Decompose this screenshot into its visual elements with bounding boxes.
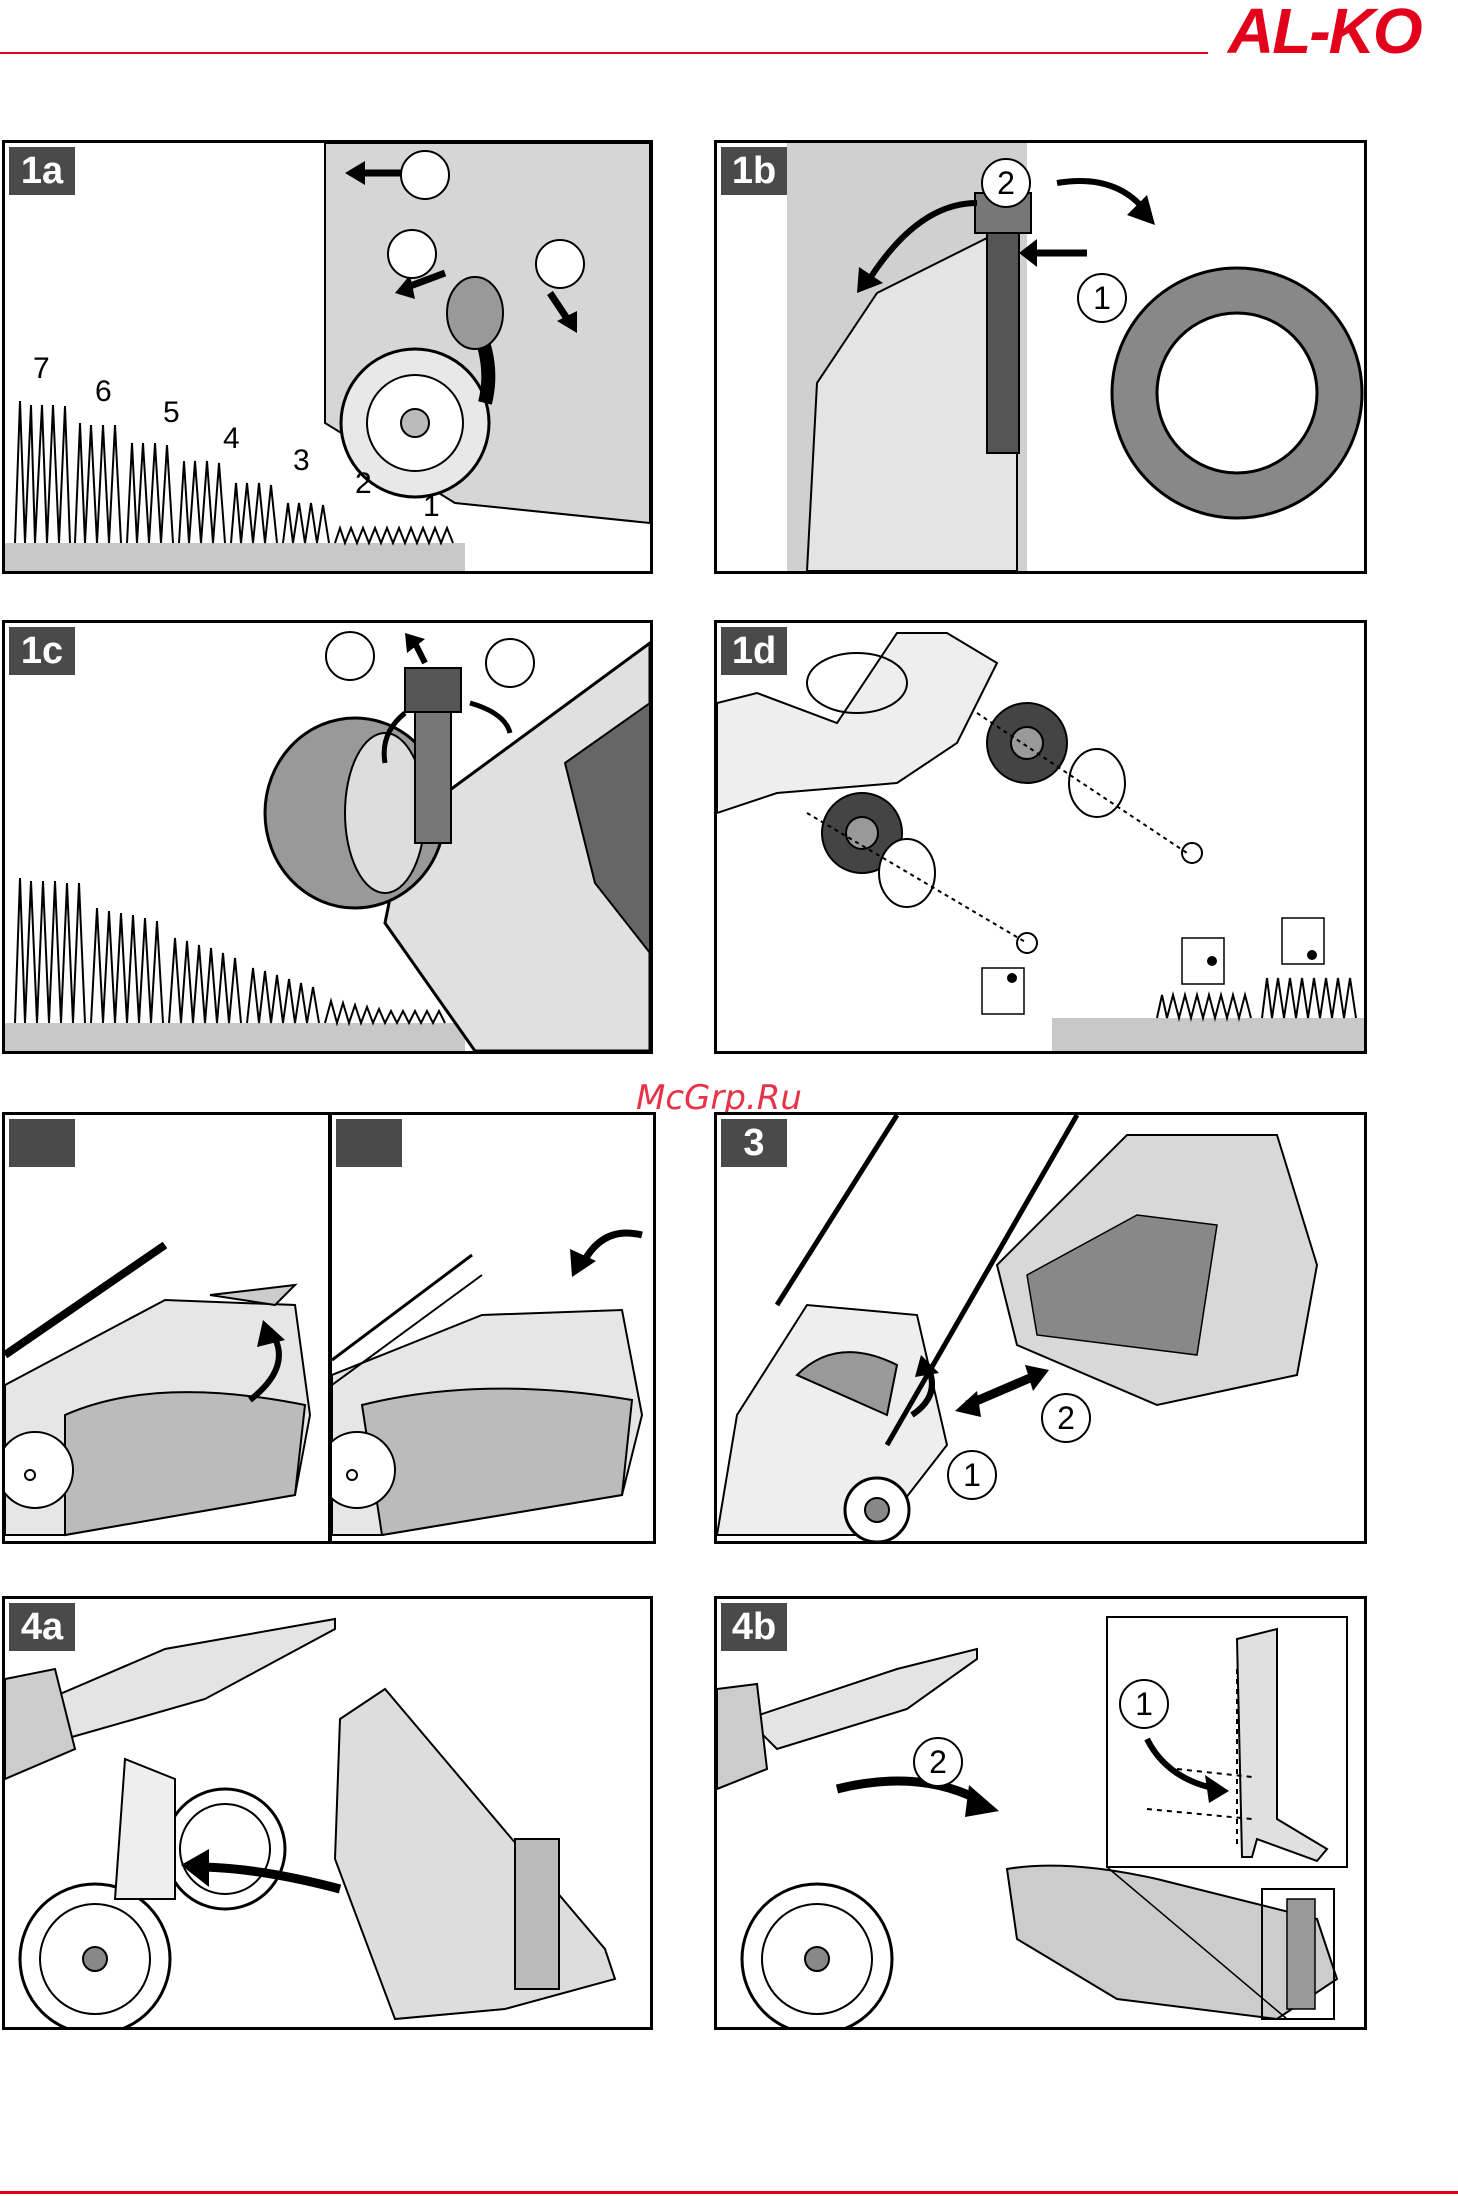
marker-circle: 1 [1119, 1679, 1169, 1729]
marker-circle: 1 [947, 1450, 997, 1500]
cutting-height-label: 3 [293, 445, 310, 477]
mulch-flap-close-illustration [332, 1115, 653, 1541]
panel-3: 3 2 1 [714, 1112, 1367, 1544]
marker-circle: 2 [1041, 1393, 1091, 1443]
panel-tag [336, 1119, 402, 1167]
panel-1a: 1a 7 6 5 4 3 2 1 [2, 140, 653, 574]
panel-tag: 1c [9, 627, 75, 675]
cutting-height-label: 4 [223, 423, 240, 455]
single-lever-wheel-illustration [5, 623, 650, 1051]
marker-circle: 2 [981, 158, 1031, 208]
panel-tag: 4a [9, 1603, 75, 1651]
panel-tag [9, 1119, 75, 1167]
panel-1b: 1b 2 1 [714, 140, 1367, 574]
marker-circle [325, 631, 375, 681]
panel-tag: 3 [721, 1119, 787, 1167]
marker-circle [400, 150, 450, 200]
cutting-height-label: 5 [163, 397, 180, 429]
panel-tag: 1b [721, 147, 787, 195]
footer-rule [0, 2191, 1458, 2194]
panel-4a: 4a [2, 1596, 653, 2030]
panel-1d: 1d [714, 620, 1367, 1054]
mulch-insert-slot-illustration [717, 1599, 1364, 2027]
panel-4b: 4b 1 2 [714, 1596, 1367, 2030]
header-rule [0, 52, 1208, 54]
panel-tag: 1a [9, 147, 75, 195]
cutting-height-label: 7 [33, 353, 50, 385]
mulch-flap-open-illustration [5, 1115, 328, 1541]
panel-tag: 4b [721, 1603, 787, 1651]
panel-2b [329, 1112, 656, 1544]
marker-circle: 2 [913, 1737, 963, 1787]
panel-1c: 1c [2, 620, 653, 1054]
marker-circle: 1 [1077, 273, 1127, 323]
mulch-insert-fit-illustration [5, 1599, 650, 2027]
marker-circle [387, 229, 437, 279]
cutting-height-lever-illustration [5, 143, 650, 571]
wheel-height-exploded-view-illustration [717, 623, 1364, 1051]
wheel-lever-closeup-illustration [717, 143, 1364, 571]
panel-tag: 1d [721, 627, 787, 675]
brand-logo: AL-KO [1228, 0, 1453, 62]
cutting-height-label: 1 [423, 491, 440, 523]
cutting-height-label: 6 [95, 376, 112, 408]
marker-circle [485, 638, 535, 688]
panel-2a [2, 1112, 331, 1544]
marker-circle [535, 239, 585, 289]
cutting-height-label: 2 [355, 468, 372, 500]
grass-box-attach-illustration [717, 1115, 1364, 1541]
